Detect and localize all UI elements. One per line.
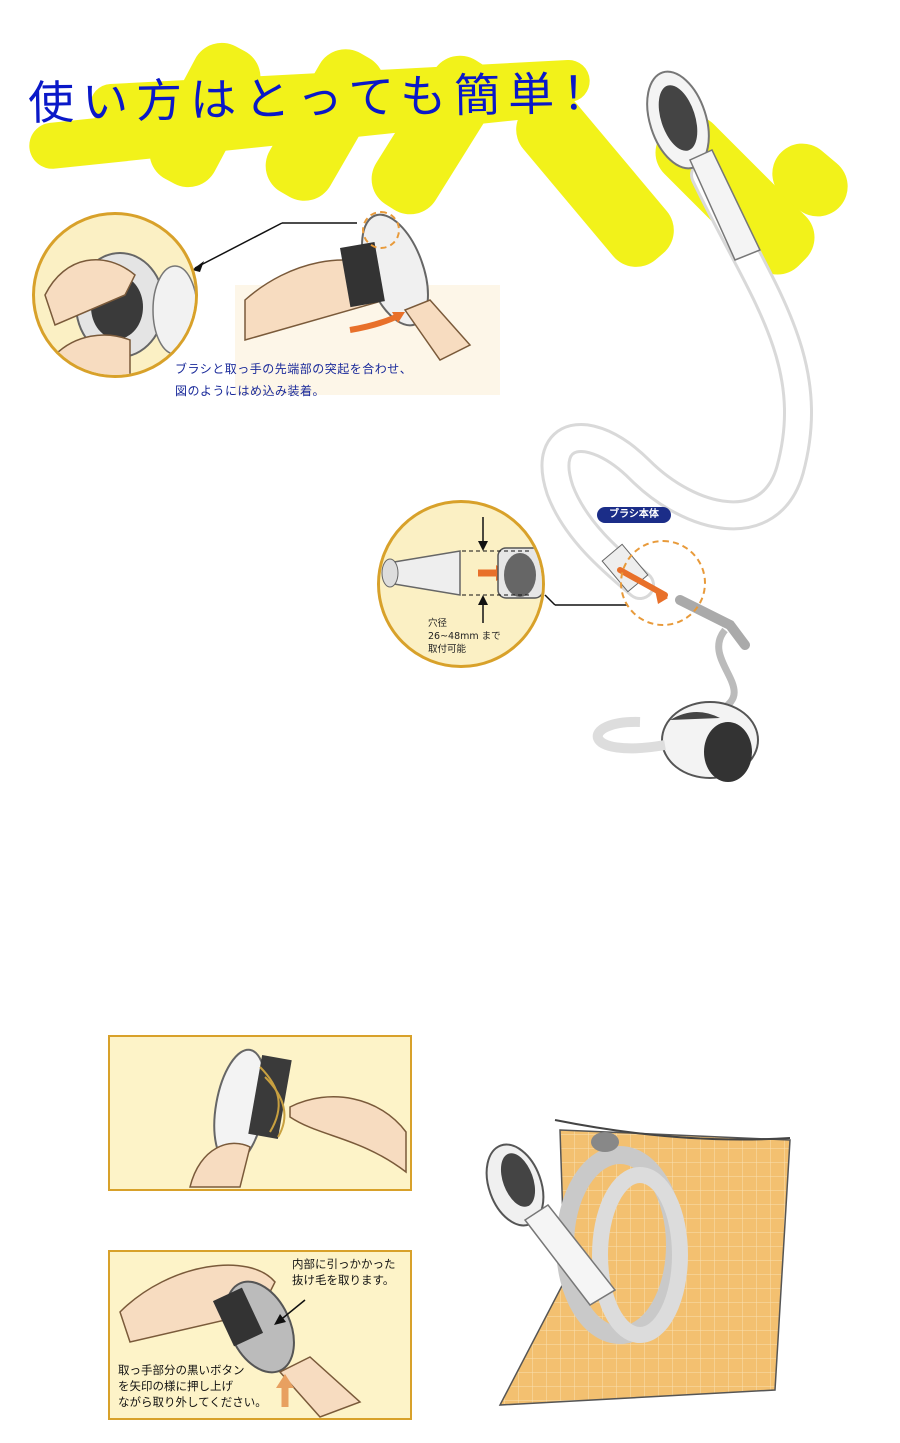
attach-caption-line1: ブラシと取っ手の先端部の突起を合わせ、 (175, 362, 413, 376)
inside-hair-line2: 抜け毛を取ります。 (292, 1273, 395, 1287)
button-release-line1: 取っ手部分の黒いボタン (118, 1363, 245, 1377)
inside-hair-note: 内部に引っかかった 抜け毛を取ります。 (292, 1256, 396, 1288)
bore-size-line3: 取付可能 (428, 644, 467, 655)
attach-caption-line2: 図のようにはめ込み装着。 (175, 384, 326, 398)
attach-focus-ring (362, 211, 400, 249)
button-release-panel: 内部に引っかかった 抜け毛を取ります。 取っ手部分の黒いボタン を矢印の様に押し… (108, 1250, 412, 1420)
connection-focus-ring (620, 540, 706, 626)
attach-detail-circle (32, 212, 198, 378)
inside-hair-line1: 内部に引っかかった (292, 1257, 396, 1271)
button-release-line3: ながら取り外してください。 (118, 1395, 267, 1409)
button-release-line2: を矢印の様に押し上げ (118, 1379, 233, 1393)
bore-size-line1: 穴径 (428, 618, 448, 629)
button-release-note: 取っ手部分の黒いボタン を矢印の様に押し上げ ながら取り外してください。 (118, 1362, 267, 1410)
connection-detail-circle: 穴径 26~48mm まで 取付可能 (377, 500, 545, 668)
hair-removal-panel (108, 1035, 412, 1191)
attach-caption: ブラシと取っ手の先端部の突起を合わせ、 図のようにはめ込み装着。 (175, 358, 412, 402)
bore-size-line2: 26~48mm まで (428, 631, 501, 642)
bore-size-note: 穴径 26~48mm まで 取付可能 (428, 617, 501, 656)
brush-body-badge: ブラシ本体 (597, 507, 671, 523)
